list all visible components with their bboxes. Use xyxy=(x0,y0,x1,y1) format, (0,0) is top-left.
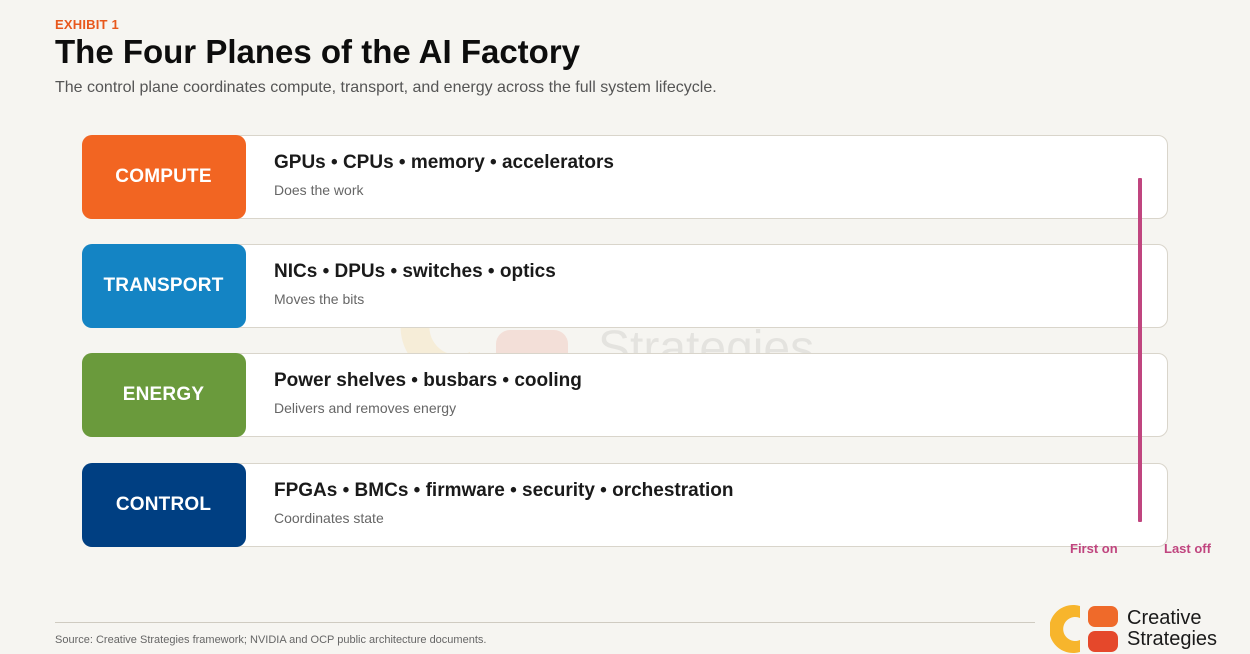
plane-row-energy: ENERGY Power shelves • busbars • cooling… xyxy=(81,352,1168,437)
plane-description-compute: Does the work xyxy=(274,182,364,198)
sequence-last-off-label: Last off xyxy=(1164,541,1211,556)
plane-components-compute: GPUs • CPUs • memory • accelerators xyxy=(274,152,614,173)
plane-components-transport: NICs • DPUs • switches • optics xyxy=(274,261,556,282)
sequence-line xyxy=(1138,178,1142,522)
exhibit-label: EXHIBIT 1 xyxy=(55,17,119,32)
source-note: Source: Creative Strategies framework; N… xyxy=(55,634,487,646)
brand-wordmark: Creative Strategies xyxy=(1127,608,1217,650)
creative-strategies-logo-icon xyxy=(1050,605,1118,653)
plane-row-transport: TRANSPORT NICs • DPUs • switches • optic… xyxy=(81,243,1168,328)
plane-label-control: CONTROL xyxy=(81,462,246,547)
brand-line1: Creative xyxy=(1127,607,1202,629)
plane-row-control: CONTROL FPGAs • BMCs • firmware • securi… xyxy=(81,462,1168,547)
brand-line2: Strategies xyxy=(1127,628,1218,650)
brand-logo: Creative Strategies xyxy=(1050,604,1250,654)
page-subtitle: The control plane coordinates compute, t… xyxy=(55,79,717,96)
plane-description-transport: Moves the bits xyxy=(274,291,365,307)
plane-components-control: FPGAs • BMCs • firmware • security • orc… xyxy=(274,480,734,501)
plane-components-energy: Power shelves • busbars • cooling xyxy=(274,370,582,391)
plane-label-compute: COMPUTE xyxy=(81,134,246,219)
plane-description-control: Coordinates state xyxy=(274,510,384,526)
footer-divider xyxy=(55,622,1035,623)
plane-row-compute: COMPUTE GPUs • CPUs • memory • accelerat… xyxy=(81,134,1168,219)
sequence-first-on-label: First on xyxy=(1070,541,1118,556)
plane-description-energy: Delivers and removes energy xyxy=(274,400,457,416)
plane-label-energy: ENERGY xyxy=(81,352,246,437)
page-title: The Four Planes of the AI Factory xyxy=(55,33,581,70)
plane-label-transport: TRANSPORT xyxy=(81,243,246,328)
